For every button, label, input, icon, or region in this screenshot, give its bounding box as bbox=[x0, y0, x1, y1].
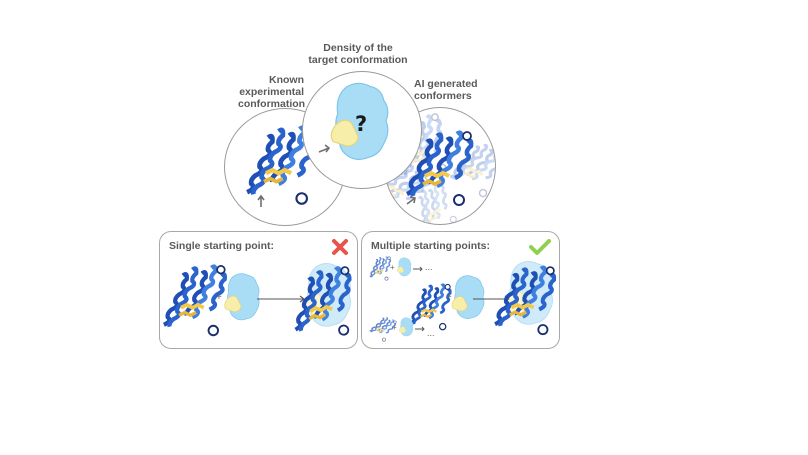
density-label-line1: Density of the bbox=[323, 42, 393, 54]
row1-ellipsis: ... bbox=[425, 262, 433, 272]
single-panel-title: Single starting point: bbox=[169, 240, 274, 252]
density-label: Density of the target conformation bbox=[296, 42, 420, 66]
multiple-starting-points-panel: Multiple starting points: + ... + + ... bbox=[361, 231, 560, 349]
single-result-arrow bbox=[257, 295, 305, 303]
success-check-icon bbox=[529, 239, 551, 255]
ai-label-line1: AI generated bbox=[414, 78, 478, 90]
row1-arrow bbox=[413, 266, 423, 272]
question-mark: ? bbox=[355, 112, 368, 136]
known-arrow-icon bbox=[257, 194, 265, 207]
ai-label-line2: conformers bbox=[414, 90, 472, 102]
single-result-structure bbox=[298, 262, 358, 344]
conformer-1-structure bbox=[369, 256, 392, 281]
row1-density-shape bbox=[397, 257, 412, 277]
known-label-line1: Known bbox=[269, 74, 304, 86]
single-starting-point-panel: Single starting point: + bbox=[159, 231, 358, 349]
multiple-result-structure bbox=[502, 260, 560, 342]
known-label-line3: conformation bbox=[238, 98, 306, 110]
fail-cross-icon bbox=[332, 239, 348, 255]
row2-plus-glyph: + bbox=[446, 292, 452, 303]
density-label-line2: target conformation bbox=[308, 54, 408, 66]
conformer-3-structure bbox=[367, 312, 398, 344]
known-label: Known experimental conformation bbox=[238, 74, 306, 110]
row3-arrow bbox=[415, 326, 425, 332]
density-arrow-icon bbox=[318, 144, 331, 153]
row3-ellipsis: ... bbox=[427, 328, 435, 338]
single-plus-glyph: + bbox=[216, 292, 222, 303]
ai-arrow-icon bbox=[406, 196, 416, 205]
known-protein-structure bbox=[225, 109, 345, 207]
known-label-line2: experimental bbox=[239, 86, 304, 98]
target-density-circle: ? bbox=[302, 71, 422, 189]
row3-density-shape bbox=[399, 317, 414, 337]
row1-plus-glyph: + bbox=[390, 263, 395, 272]
ai-label: AI generated conformers bbox=[414, 78, 478, 102]
multiple-panel-title: Multiple starting points: bbox=[371, 240, 490, 252]
target-density-shape bbox=[318, 82, 389, 161]
row3-plus-glyph: + bbox=[392, 323, 397, 332]
ai-protein-structures bbox=[385, 111, 495, 224]
